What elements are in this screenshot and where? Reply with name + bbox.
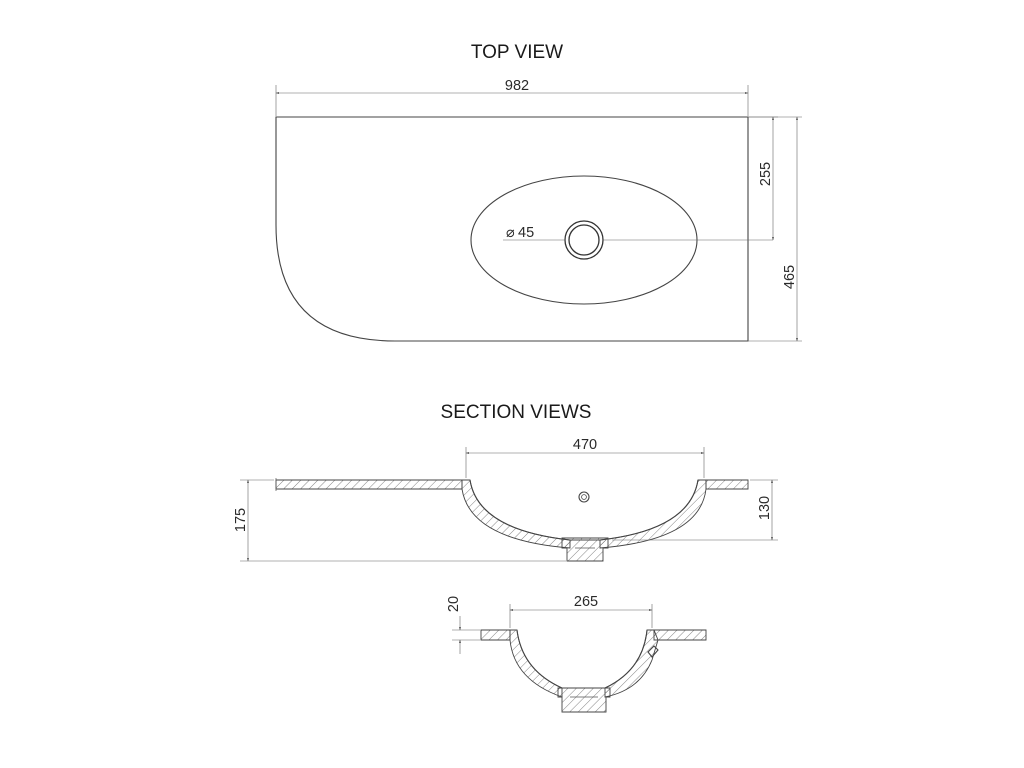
drain-offset-dimension: 255: [748, 116, 778, 241]
long-section-view: [275, 478, 749, 562]
drain-diameter-label: 45: [518, 225, 534, 241]
section-views-title: SECTION VIEWS: [441, 402, 592, 423]
total-height-label: 175: [233, 508, 249, 532]
overall-width-dimension: 982: [275, 78, 749, 116]
rim-thickness-label: 20: [446, 596, 462, 612]
bowl-length-dimension: 470: [465, 437, 705, 478]
bowl-width-label: 265: [574, 594, 598, 610]
overall-width-label: 982: [505, 78, 529, 94]
overall-depth-dimension: 465: [748, 116, 802, 342]
overall-depth-label: 465: [782, 265, 798, 289]
bowl-length-label: 470: [573, 437, 597, 453]
bowl-depth-dimension: 130: [612, 479, 778, 541]
vanity-top-outline: [275, 116, 749, 342]
rim-thickness-dimension: 20: [446, 596, 480, 654]
total-height-dimension: 175: [233, 479, 566, 562]
top-view-title: TOP VIEW: [471, 42, 563, 63]
drain-icon: [564, 220, 604, 260]
cross-section-view: [480, 629, 707, 713]
drain-diameter-symbol: ⌀: [506, 225, 515, 241]
drain-offset-label: 255: [758, 162, 774, 186]
bowl-depth-label: 130: [757, 496, 773, 520]
bowl-width-dimension: 265: [509, 594, 653, 628]
